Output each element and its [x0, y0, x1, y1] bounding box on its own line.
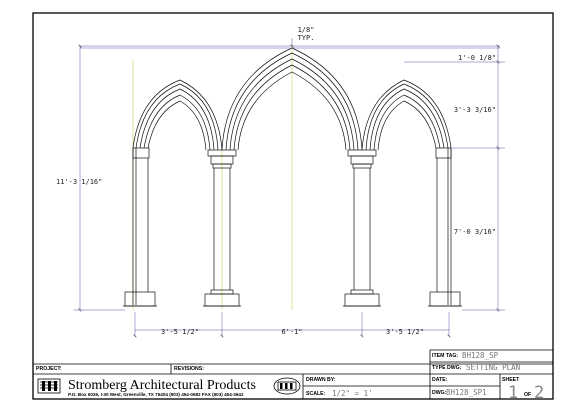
revisions-label: REVISIONS: — [174, 366, 204, 372]
dim-typ-label: TYP. — [298, 34, 315, 42]
left-arch — [132, 79, 223, 151]
dim-bottom-left: 3'-5 1/2" — [161, 328, 199, 336]
item-tag-label: ITEM TAG: — [432, 353, 458, 359]
left-pier — [123, 147, 157, 307]
dwg-value: BH128_SP1 — [446, 388, 487, 397]
title-block — [33, 349, 553, 399]
type-dwg-value: SETTING PLAN — [466, 363, 520, 372]
company-logo-right-icon — [273, 377, 301, 395]
sheet-border — [32, 12, 554, 400]
dwg-label: DWG: — [432, 390, 447, 396]
dim-top-right: 1'-0 1/8" — [458, 54, 496, 62]
column-right-inner — [343, 149, 381, 307]
sheet-total: 2 — [534, 383, 544, 403]
sheet-label: SHEET — [502, 377, 520, 383]
dim-typ-top: 1/8" — [298, 26, 315, 34]
date-label: DATE: — [432, 377, 448, 383]
company-name: Stromberg Architectural Products — [68, 378, 256, 393]
sheet-number: 1 — [508, 383, 518, 403]
dim-bottom-right: 3'-5 1/2" — [386, 328, 424, 336]
right-arch — [361, 79, 452, 151]
company-logo-left-icon — [37, 378, 61, 394]
company-address: P.O. Box 6036, I-30 West, Greenville, TX… — [68, 392, 244, 397]
of-label: OF — [524, 392, 531, 398]
dim-column-height: 7'-0 3/16" — [454, 228, 496, 236]
right-pier — [428, 147, 462, 307]
dim-bottom-center: 6'-1" — [281, 328, 302, 336]
dimension-lines — [74, 38, 505, 336]
type-dwg-label: TYPE DWG: — [432, 365, 462, 371]
scale-label: SCALE: — [306, 391, 326, 397]
scale-value: 1/2" = 1' — [332, 389, 373, 398]
column-left-inner — [203, 149, 241, 307]
center-arch — [221, 47, 363, 151]
project-label: PROJECT: — [36, 366, 62, 372]
drawn-by-label: DRAWN BY: — [306, 377, 336, 383]
dim-overall-height: 11'-3 1/16" — [56, 178, 102, 186]
dim-arch-height: 3'-3 3/16" — [454, 106, 496, 114]
arch-elevation — [123, 46, 462, 310]
item-tag-value: BH128_SP — [462, 351, 499, 360]
